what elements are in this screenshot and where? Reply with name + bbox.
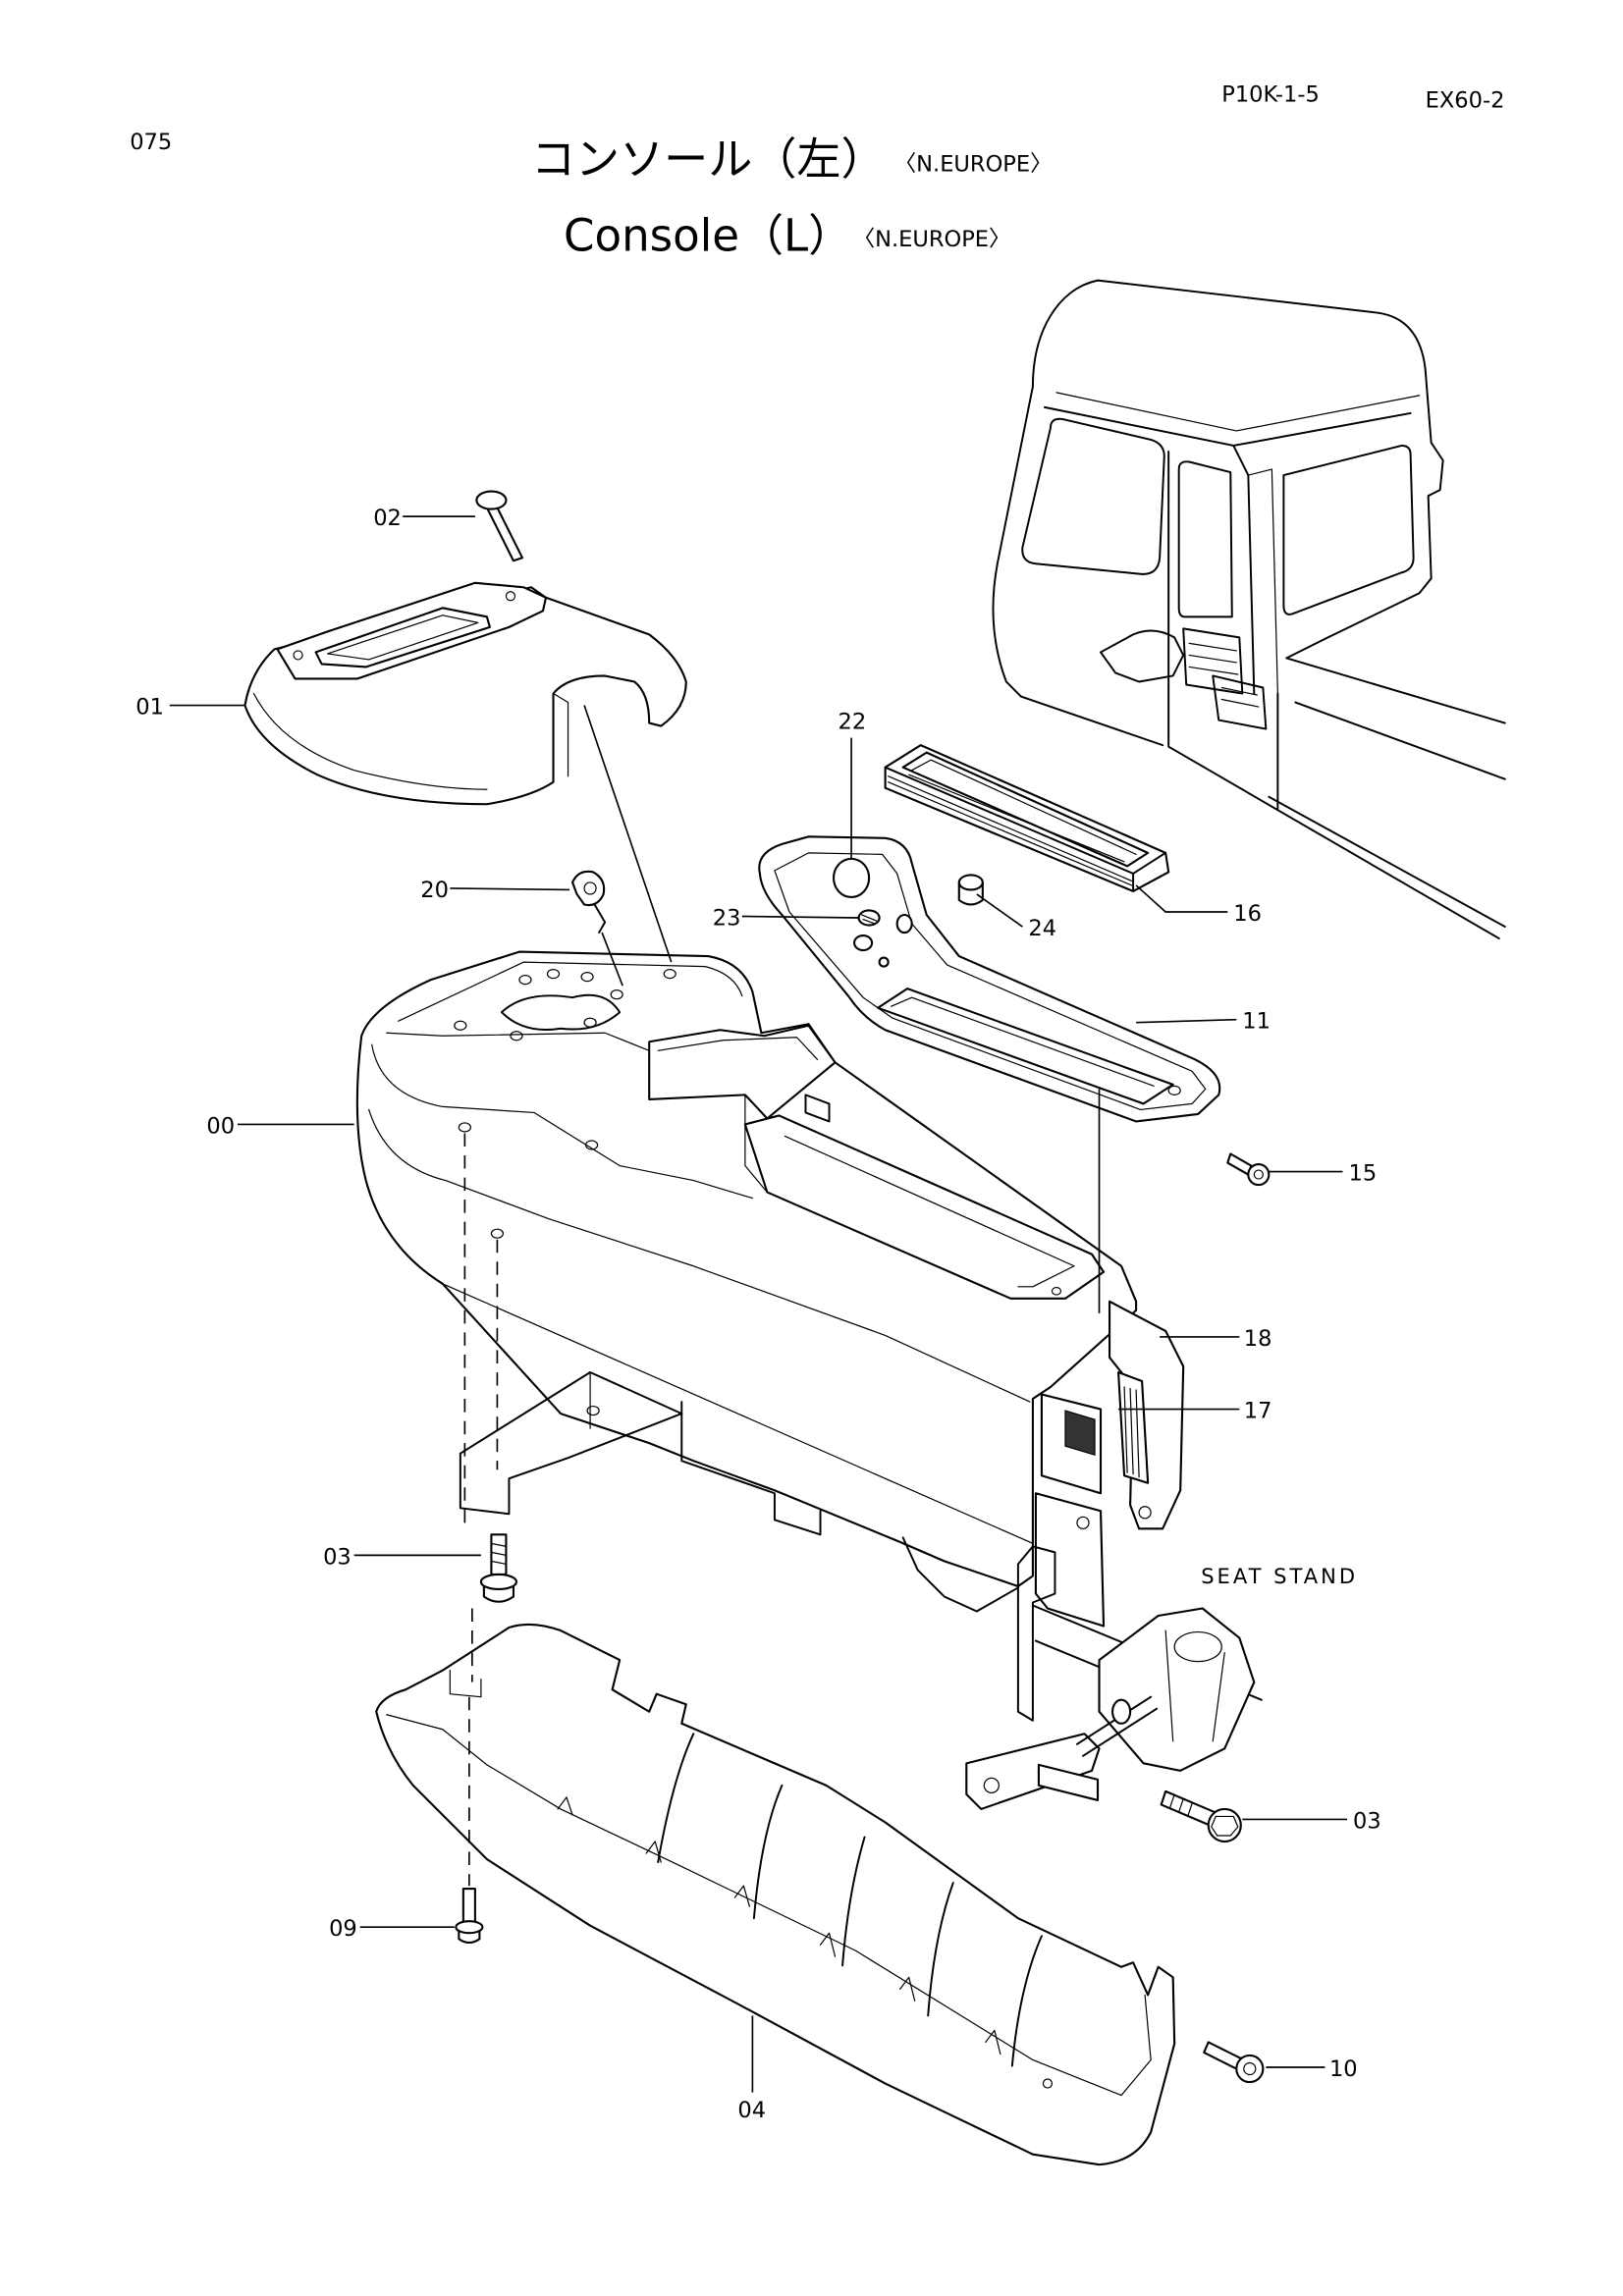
callout-23: 23 — [713, 906, 741, 932]
page-number: 075 — [130, 130, 172, 155]
bolt-15 — [1226, 1152, 1271, 1187]
callout-16: 16 — [1233, 901, 1262, 927]
switch-22 — [832, 857, 871, 899]
seat-stand-label: SEAT STAND — [1201, 1564, 1358, 1588]
callout-10: 10 — [1329, 2056, 1358, 2082]
console-body — [355, 950, 1138, 1613]
callout-04: 04 — [737, 2098, 766, 2123]
title-region-en: 〈N.EUROPE〉 — [853, 227, 1011, 252]
callout-02: 02 — [373, 506, 402, 531]
page-ref-code: P10K-1-5 — [1221, 82, 1320, 108]
bolt-10 — [1203, 2041, 1265, 2084]
storage-lid — [884, 744, 1170, 892]
clip-20 — [571, 870, 607, 934]
callout-09: 09 — [329, 1916, 357, 1942]
callout-01: 01 — [135, 695, 164, 721]
switch-23 — [853, 909, 913, 968]
callout-20: 20 — [420, 878, 449, 903]
callout-18: 18 — [1244, 1326, 1272, 1352]
callout-22: 22 — [839, 710, 867, 735]
leader-lines — [169, 515, 1347, 2093]
machine-model: EX60-2 — [1426, 88, 1505, 114]
knob-24 — [957, 874, 984, 906]
bolt-03-right — [1160, 1789, 1242, 1843]
top-cover — [243, 581, 687, 806]
callout-15: 15 — [1348, 1161, 1377, 1187]
callout-03-left: 03 — [323, 1544, 352, 1570]
under-cover — [375, 1623, 1176, 2166]
assembly-lines — [463, 705, 1101, 1887]
bolt-09 — [455, 1888, 484, 1945]
title-english: Console（L） — [564, 210, 852, 262]
bolt-02 — [475, 490, 524, 562]
seat-stand — [965, 1604, 1263, 1810]
cab-illustration — [992, 279, 1506, 940]
callout-03-right: 03 — [1353, 1808, 1381, 1834]
console-panel — [758, 835, 1221, 1123]
rear-bracket-assembly — [1016, 1300, 1185, 1722]
callout-24: 24 — [1028, 916, 1056, 941]
callout-00: 00 — [206, 1113, 235, 1139]
title-japanese: コンソール（左） — [531, 133, 886, 185]
callout-17: 17 — [1244, 1399, 1272, 1424]
callout-11: 11 — [1242, 1009, 1271, 1035]
title-region-jp: 〈N.EUROPE〉 — [894, 151, 1053, 177]
bolt-03-left — [479, 1533, 518, 1603]
